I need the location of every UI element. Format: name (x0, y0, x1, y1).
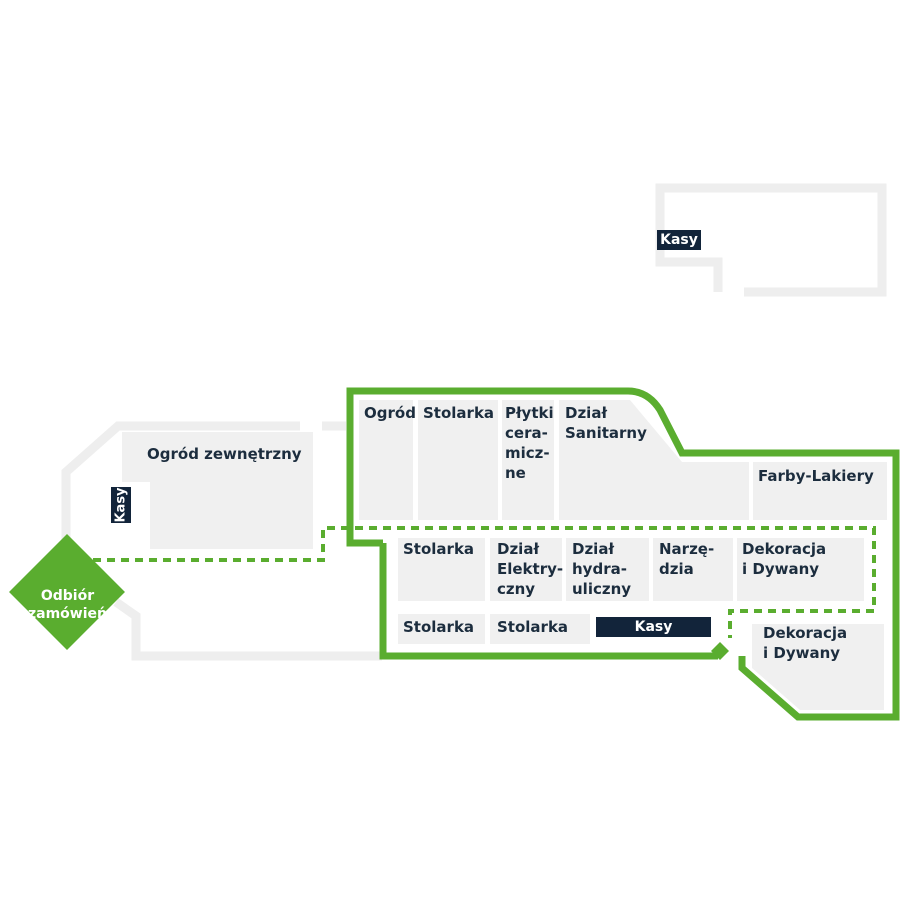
garden-outdoor-label: Ogród zewnętrzny (147, 445, 302, 463)
zone-hydrauliczny (566, 538, 649, 601)
dept-sanitarny-label: Dział Sanitarny (565, 404, 647, 442)
zone-dekoracja-bottom (752, 624, 884, 710)
entrance-marker (711, 642, 729, 660)
zone-sanitarny (559, 400, 749, 520)
checkout-badge-outdoor-label: Kasy (113, 487, 129, 523)
dept-stolarka-top-label: Stolarka (423, 404, 495, 422)
zone-stolarka-bottom-1 (398, 614, 485, 644)
outdoor-area-outline (61, 421, 382, 661)
secondary-building-outline (655, 183, 887, 297)
pickup-label: Odbiór zamówień (28, 588, 107, 622)
dept-elektryczny-label: Dział Elektry- czny (497, 540, 564, 598)
main-building-outline (346, 387, 900, 721)
order-pickup-marker: Odbiór zamówień (9, 534, 125, 650)
dept-stolarka-mid-label: Stolarka (403, 540, 475, 558)
dept-stolarka-bottom-2-label: Stolarka (497, 618, 569, 636)
dept-hydrauliczny-label: Dział hydra- uliczny (572, 540, 632, 598)
zone-dekoracja-mid (737, 538, 864, 601)
zone-ogrod (359, 400, 413, 520)
dept-dekoracja-mid-label: Dekoracja i Dywany (742, 540, 827, 578)
department-zones (359, 400, 887, 710)
zone-stolarka-top (418, 400, 498, 520)
zone-elektryczny (490, 538, 562, 601)
zone-plytki (502, 400, 554, 520)
zone-stolarka-bottom-2 (490, 614, 590, 644)
dept-dekoracja-bottom-label: Dekoracja i Dywany (763, 624, 848, 662)
dept-plytki-label: Płytki cera- micz- ne (505, 404, 554, 482)
dept-narzedzia-label: Narzę- dzia (659, 540, 715, 578)
zone-stolarka-mid (398, 538, 485, 601)
walkway-path (93, 526, 876, 638)
checkout-badge-secondary: Kasy (657, 230, 701, 250)
dept-stolarka-bottom-1-label: Stolarka (403, 618, 475, 636)
dept-farby-label: Farby-Lakiery (758, 467, 874, 485)
zone-narzedzia (653, 538, 733, 601)
checkout-badge-main: Kasy (596, 617, 711, 637)
checkout-badge-outdoor: Kasy (111, 487, 131, 523)
zone-farby (753, 462, 887, 520)
dept-ogrod-label: Ogród (364, 404, 416, 422)
